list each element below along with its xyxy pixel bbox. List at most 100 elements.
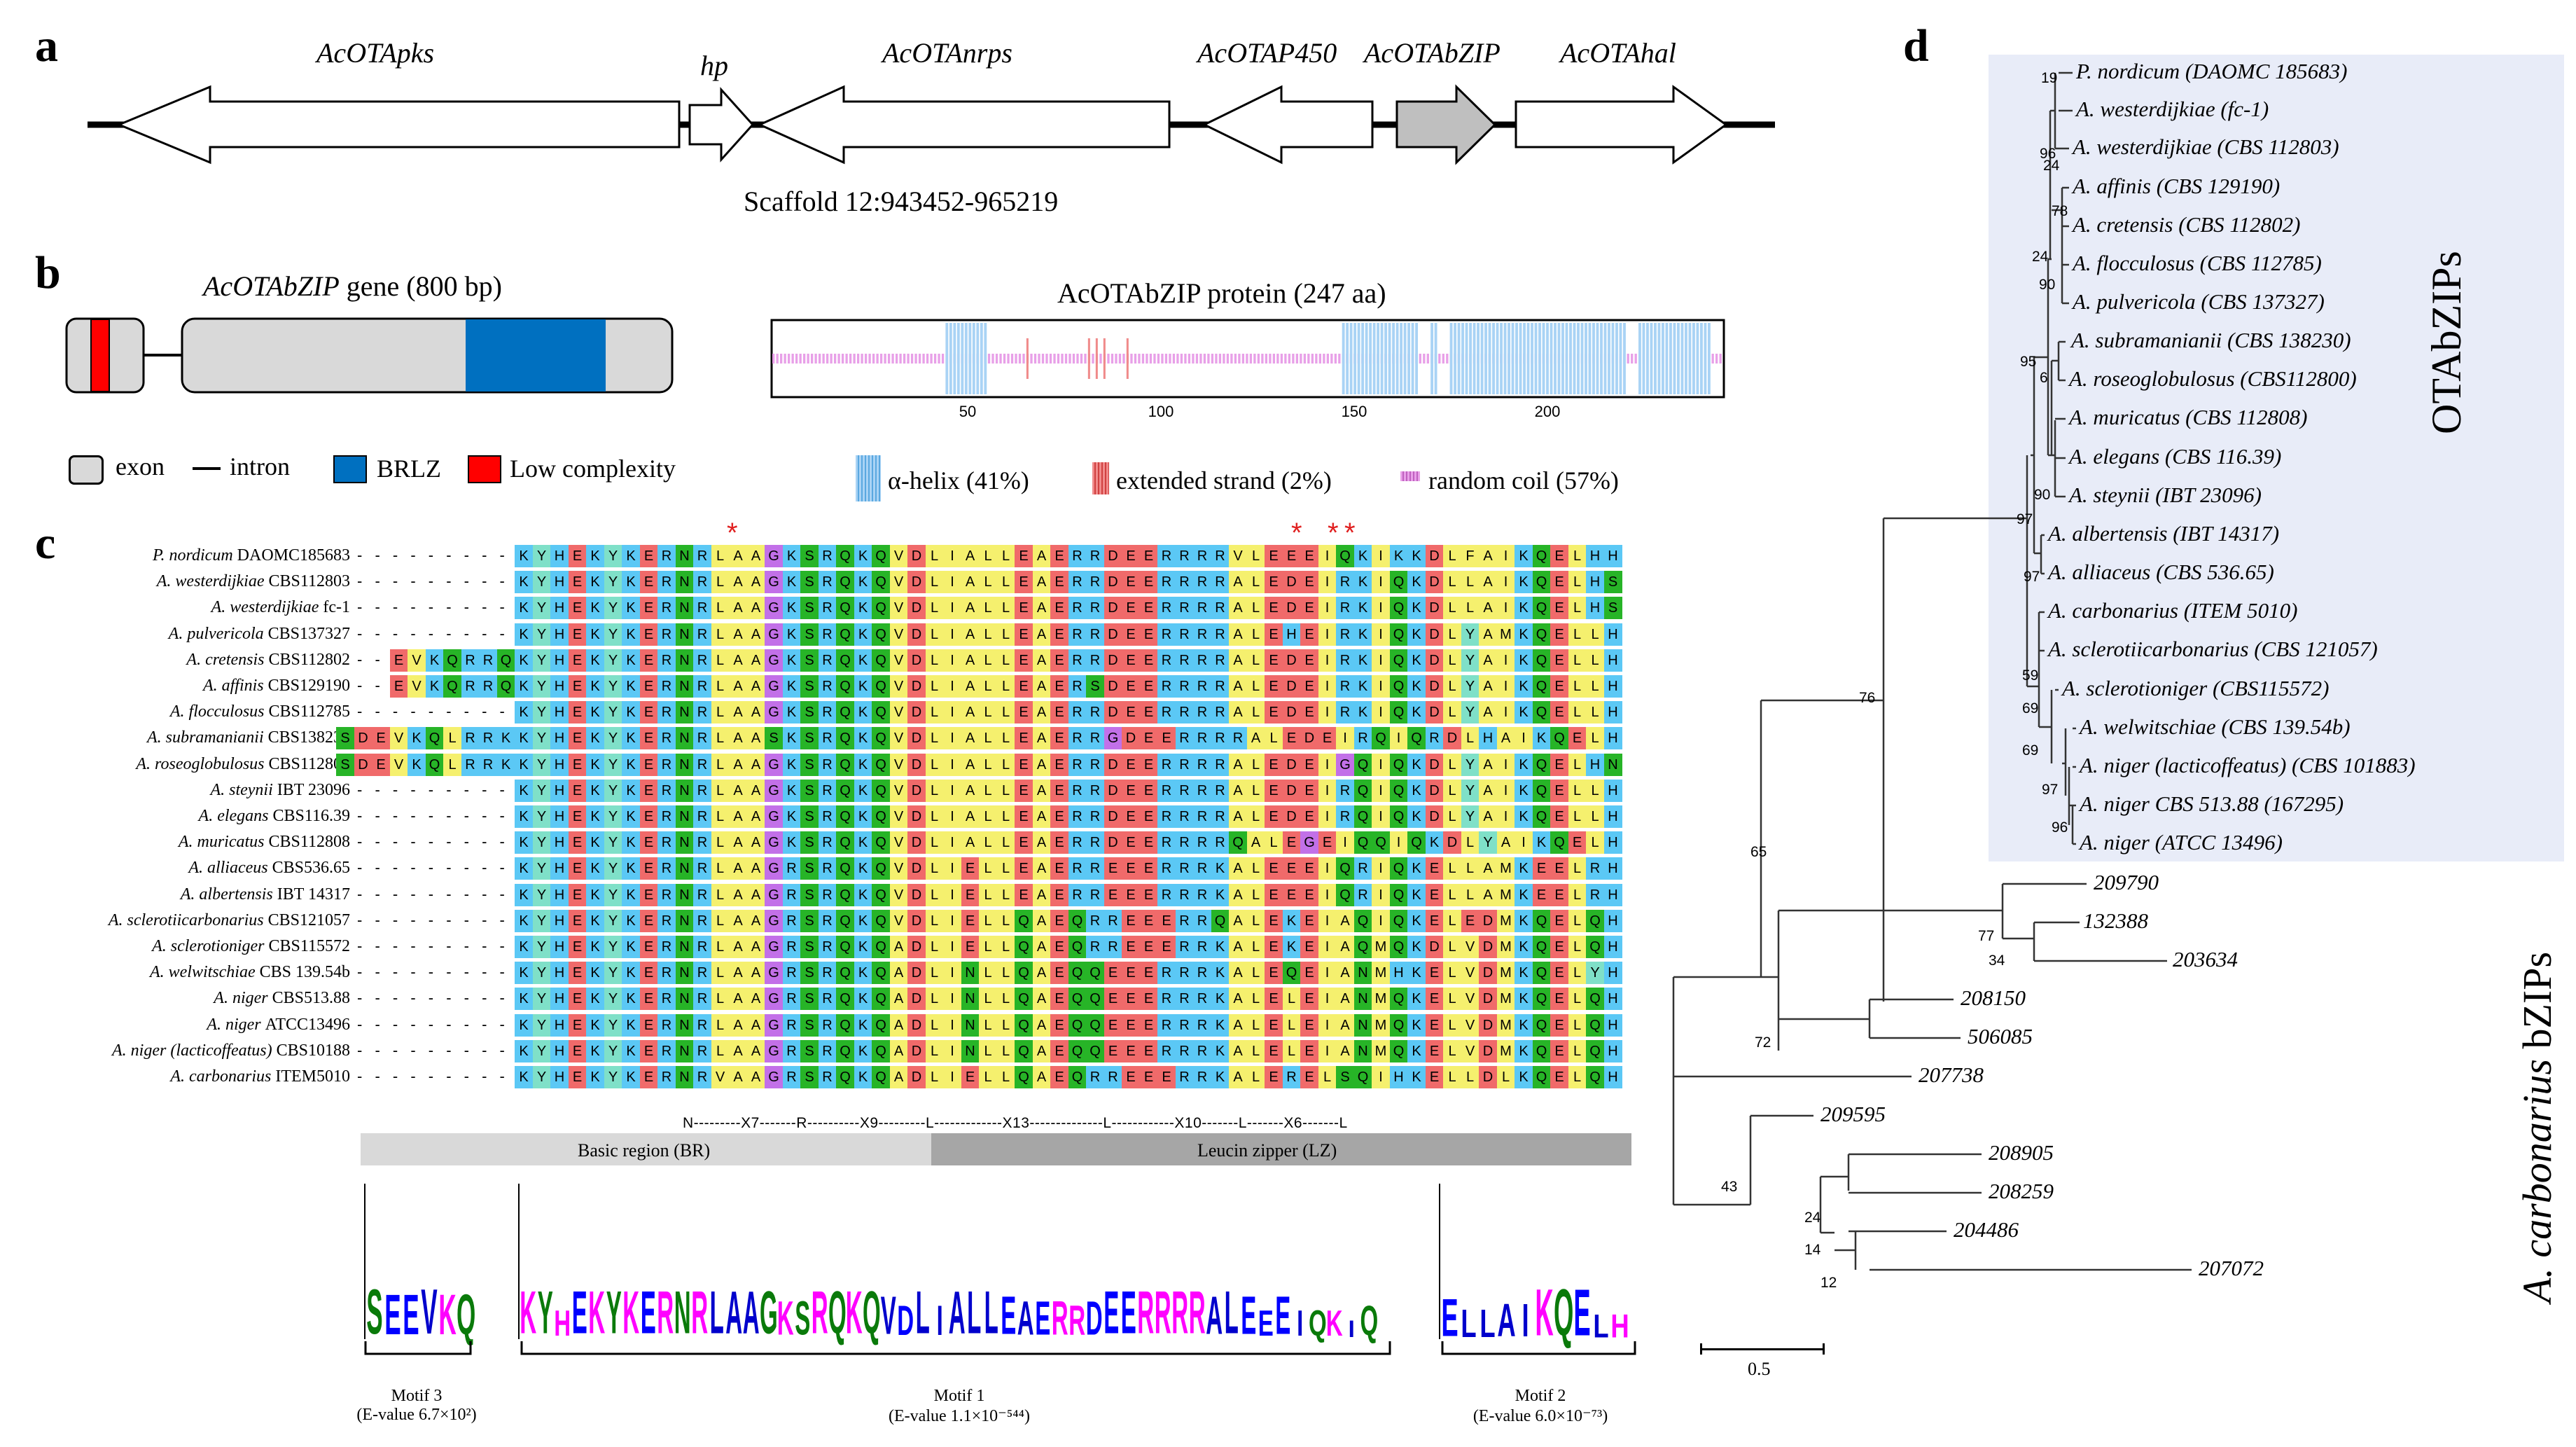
residue-cell: V [889,701,908,724]
residue-cell: L [1246,701,1265,724]
species-name: A. sclerotioniger [152,937,269,955]
residue-cell: D [1103,623,1122,646]
protein-tick-150: 150 [1342,403,1367,420]
residue-cell: K [1515,649,1533,672]
residue-cell: S [800,545,819,567]
residue-cell: R [657,597,676,620]
helix-segment [1615,323,1618,394]
residue-cell: E [639,649,658,672]
coil-segment [907,354,910,364]
residue-cell: A [961,675,980,698]
residue-cell: A [729,675,747,698]
coil-segment [1130,354,1133,364]
residue-cell: K [854,701,872,724]
species-name: A. niger (lacticoffeatus) [112,1041,277,1060]
residue-cell: K [1407,649,1426,672]
residue-cell: I [1515,727,1533,750]
residue-cell: E [1550,545,1568,567]
residue-cell: R [1086,623,1104,646]
residue-cell: R [818,571,837,594]
residue-cell: R [479,675,497,698]
residue-cell: A [1032,727,1051,750]
residue-cell: R [693,649,711,672]
residue-cell: K [622,571,640,594]
residue-cell: R [657,649,676,672]
residue-cell: K [782,545,801,567]
strain-id: CBS10188 [276,1041,350,1060]
coil-segment [1249,354,1253,364]
residue-cell: Q [496,675,515,698]
helix-segment [1569,323,1572,394]
residue-cell: S [800,675,819,698]
strain-id: CBS513.88 [272,989,350,1008]
tree-leaf-label: 207072 [2199,1256,2264,1280]
residue-cell: E [1015,597,1033,620]
residue-cell: Q [1389,597,1408,620]
residue-cell: V [889,571,908,594]
helix-segment [1449,323,1453,394]
residue-cell: K [586,675,604,698]
helix-segment [1388,323,1391,394]
residue-cell: A [729,727,747,750]
residue-cell: D [1300,727,1318,750]
coil-segment [914,354,917,364]
tree-leaf-label: A. sclerotiicarbonarius (CBS 121057) [2048,637,2378,661]
residue-cell: E [1015,649,1033,672]
residue-cell: L [996,727,1015,750]
legend-low-label: Low complexity [510,455,676,483]
residue-cell: E [1015,545,1033,567]
species-name: A. welwitschiae [149,963,260,982]
residue-cell: R [1068,727,1087,750]
helix-segment [1603,323,1607,394]
residue-cell: L [979,545,997,567]
residue-cell: R [1175,675,1194,698]
residue-cell: Q [1532,675,1551,698]
residue-cell: E [1265,623,1283,646]
residue-cell: E [639,727,658,750]
residue-cell: E [1122,675,1140,698]
helix-segment [984,323,987,394]
residue-cell: I [1318,571,1337,594]
residue-cell: E [1139,675,1158,698]
helix-segment [1546,323,1549,394]
bootstrap-value: 95 [2020,354,2037,370]
species-name: A. niger [207,1015,265,1034]
residue-cell: R [1157,545,1176,567]
residue-cell: E [1300,623,1318,646]
residue-cell: A [1479,597,1497,620]
species-label: A. niger (lacticoffeatus) CBS10188 [112,1041,350,1060]
helix-segment [1523,323,1526,394]
residue-cell: K [1407,623,1426,646]
coil-segment [1627,354,1629,364]
residue-cell: E [1015,727,1033,750]
residue-cell: Y [532,597,551,620]
coil-segment [1230,354,1233,364]
gene-cluster-map [88,84,1775,165]
residue-cell: D [1425,545,1444,567]
residue-cell: H [1479,727,1497,750]
residue-cell: A [1479,623,1497,646]
residue-cell: K [782,597,801,620]
coil-segment [1438,354,1441,364]
residue-cell: R [1336,649,1354,672]
helix-segment [1411,323,1414,394]
helix-segment [972,323,975,394]
residue-cell: E [568,649,587,672]
residue-cell: K [1353,701,1372,724]
helix-segment [1526,323,1530,394]
residue-cell: E [1157,727,1176,750]
residue-cell: Q [1550,727,1568,750]
residue-cell: K [854,675,872,698]
residue-cell: S [800,649,819,672]
residue-cell: D [907,623,926,646]
tree-leaf-label: A. muricatus (CBS 112808) [2069,405,2308,429]
residue-cell: R [461,675,480,698]
residue-cell: L [1568,675,1587,698]
helix-segment [1638,323,1641,394]
gap-dashes: - - - - - - - - - [357,833,509,851]
residue-cell: E [1550,675,1568,698]
residue-cell: S [800,727,819,750]
residue-cell: R [1193,597,1211,620]
residue-cell: Y [604,545,622,567]
residue-cell: L [925,571,944,594]
